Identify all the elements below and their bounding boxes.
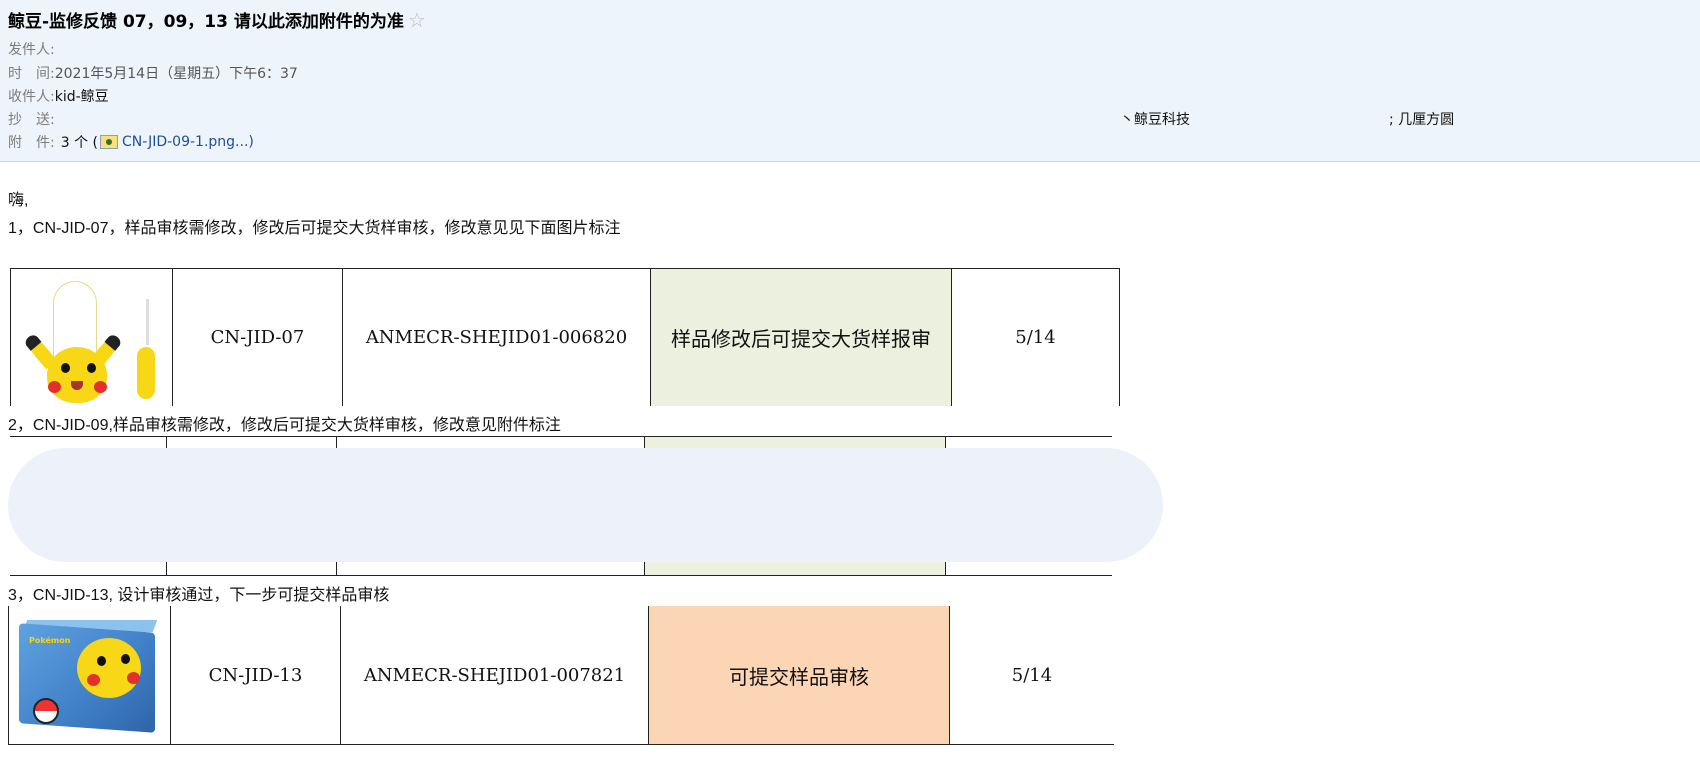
- serial-number-1: ANMECR-SHEJID01-006820: [342, 269, 650, 406]
- status-cell-1: 样品修改后可提交大货样报审: [650, 269, 951, 406]
- review-table-3: Pokémon CN-JID-13 ANMECR-SHEJID01-007821…: [8, 606, 1114, 745]
- product-image-3: Pokémon: [8, 606, 170, 744]
- subject-text: 鲸豆-监修反馈 07，09，13 请以此添加附件的为准: [8, 12, 404, 32]
- attach-count: 3 个 (: [60, 135, 98, 151]
- greeting: 嗨,: [8, 192, 29, 209]
- from-row: 发件人:: [8, 39, 55, 59]
- attachment-row: 附 件: 3 个 ( CN-JID-09-1.png... ): [8, 132, 254, 152]
- star-icon[interactable]: ☆: [407, 7, 426, 32]
- cc-label: 抄 送:: [8, 112, 55, 128]
- email-subject: 鲸豆-监修反馈 07，09，13 请以此添加附件的为准 ☆: [8, 7, 426, 33]
- body-item-2: 2，CN-JID-09,样品审核需修改，修改后可提交大货样审核，修改意见附件标注: [8, 417, 561, 434]
- time-value: 2021年5月14日（星期五）下午6：37: [54, 66, 298, 82]
- product-box-image: Pokémon: [19, 620, 158, 733]
- attach-label: 附 件:: [8, 135, 55, 151]
- date-cell-1: 5/14: [951, 269, 1120, 406]
- image-file-icon: [100, 135, 118, 149]
- body-item-3: 3，CN-JID-13, 设计审核通过，下一步可提交样品审核: [8, 587, 390, 604]
- time-label: 时 间:: [8, 66, 55, 82]
- to-value[interactable]: kid-鲸豆: [54, 89, 109, 105]
- product-code-3: CN-JID-13: [170, 606, 340, 744]
- time-row: 时 间: 2021年5月14日（星期五）下午6：37: [8, 63, 298, 83]
- attachment-link[interactable]: CN-JID-09-1.png...: [122, 134, 249, 150]
- from-label: 发件人:: [8, 42, 55, 58]
- body-item-1: 1，CN-JID-07，样品审核需修改，修改后可提交大货样审核，修改意见见下面图…: [8, 220, 621, 237]
- attach-close: ): [248, 134, 254, 150]
- date-cell-3: 5/14: [949, 606, 1114, 744]
- serial-number-3: ANMECR-SHEJID01-007821: [340, 606, 648, 744]
- status-cell-3: 可提交样品审核: [648, 606, 949, 744]
- cc-row: 抄 送:: [8, 109, 55, 129]
- to-row: 收件人: kid-鲸豆: [8, 86, 109, 106]
- review-table-1: CN-JID-07 ANMECR-SHEJID01-006820 样品修改后可提…: [10, 268, 1120, 406]
- email-header: 鲸豆-监修反馈 07，09，13 请以此添加附件的为准 ☆ 发件人: 时 间: …: [0, 0, 1700, 162]
- cc-recipient-2[interactable]: ; 几厘方圆: [1389, 112, 1455, 128]
- redaction-blur: [8, 448, 1163, 562]
- cc-recipient-1[interactable]: 丶鲸豆科技: [1120, 112, 1190, 128]
- to-label: 收件人:: [8, 89, 55, 105]
- product-code-1: CN-JID-07: [172, 269, 342, 406]
- product-image-1: [10, 269, 172, 406]
